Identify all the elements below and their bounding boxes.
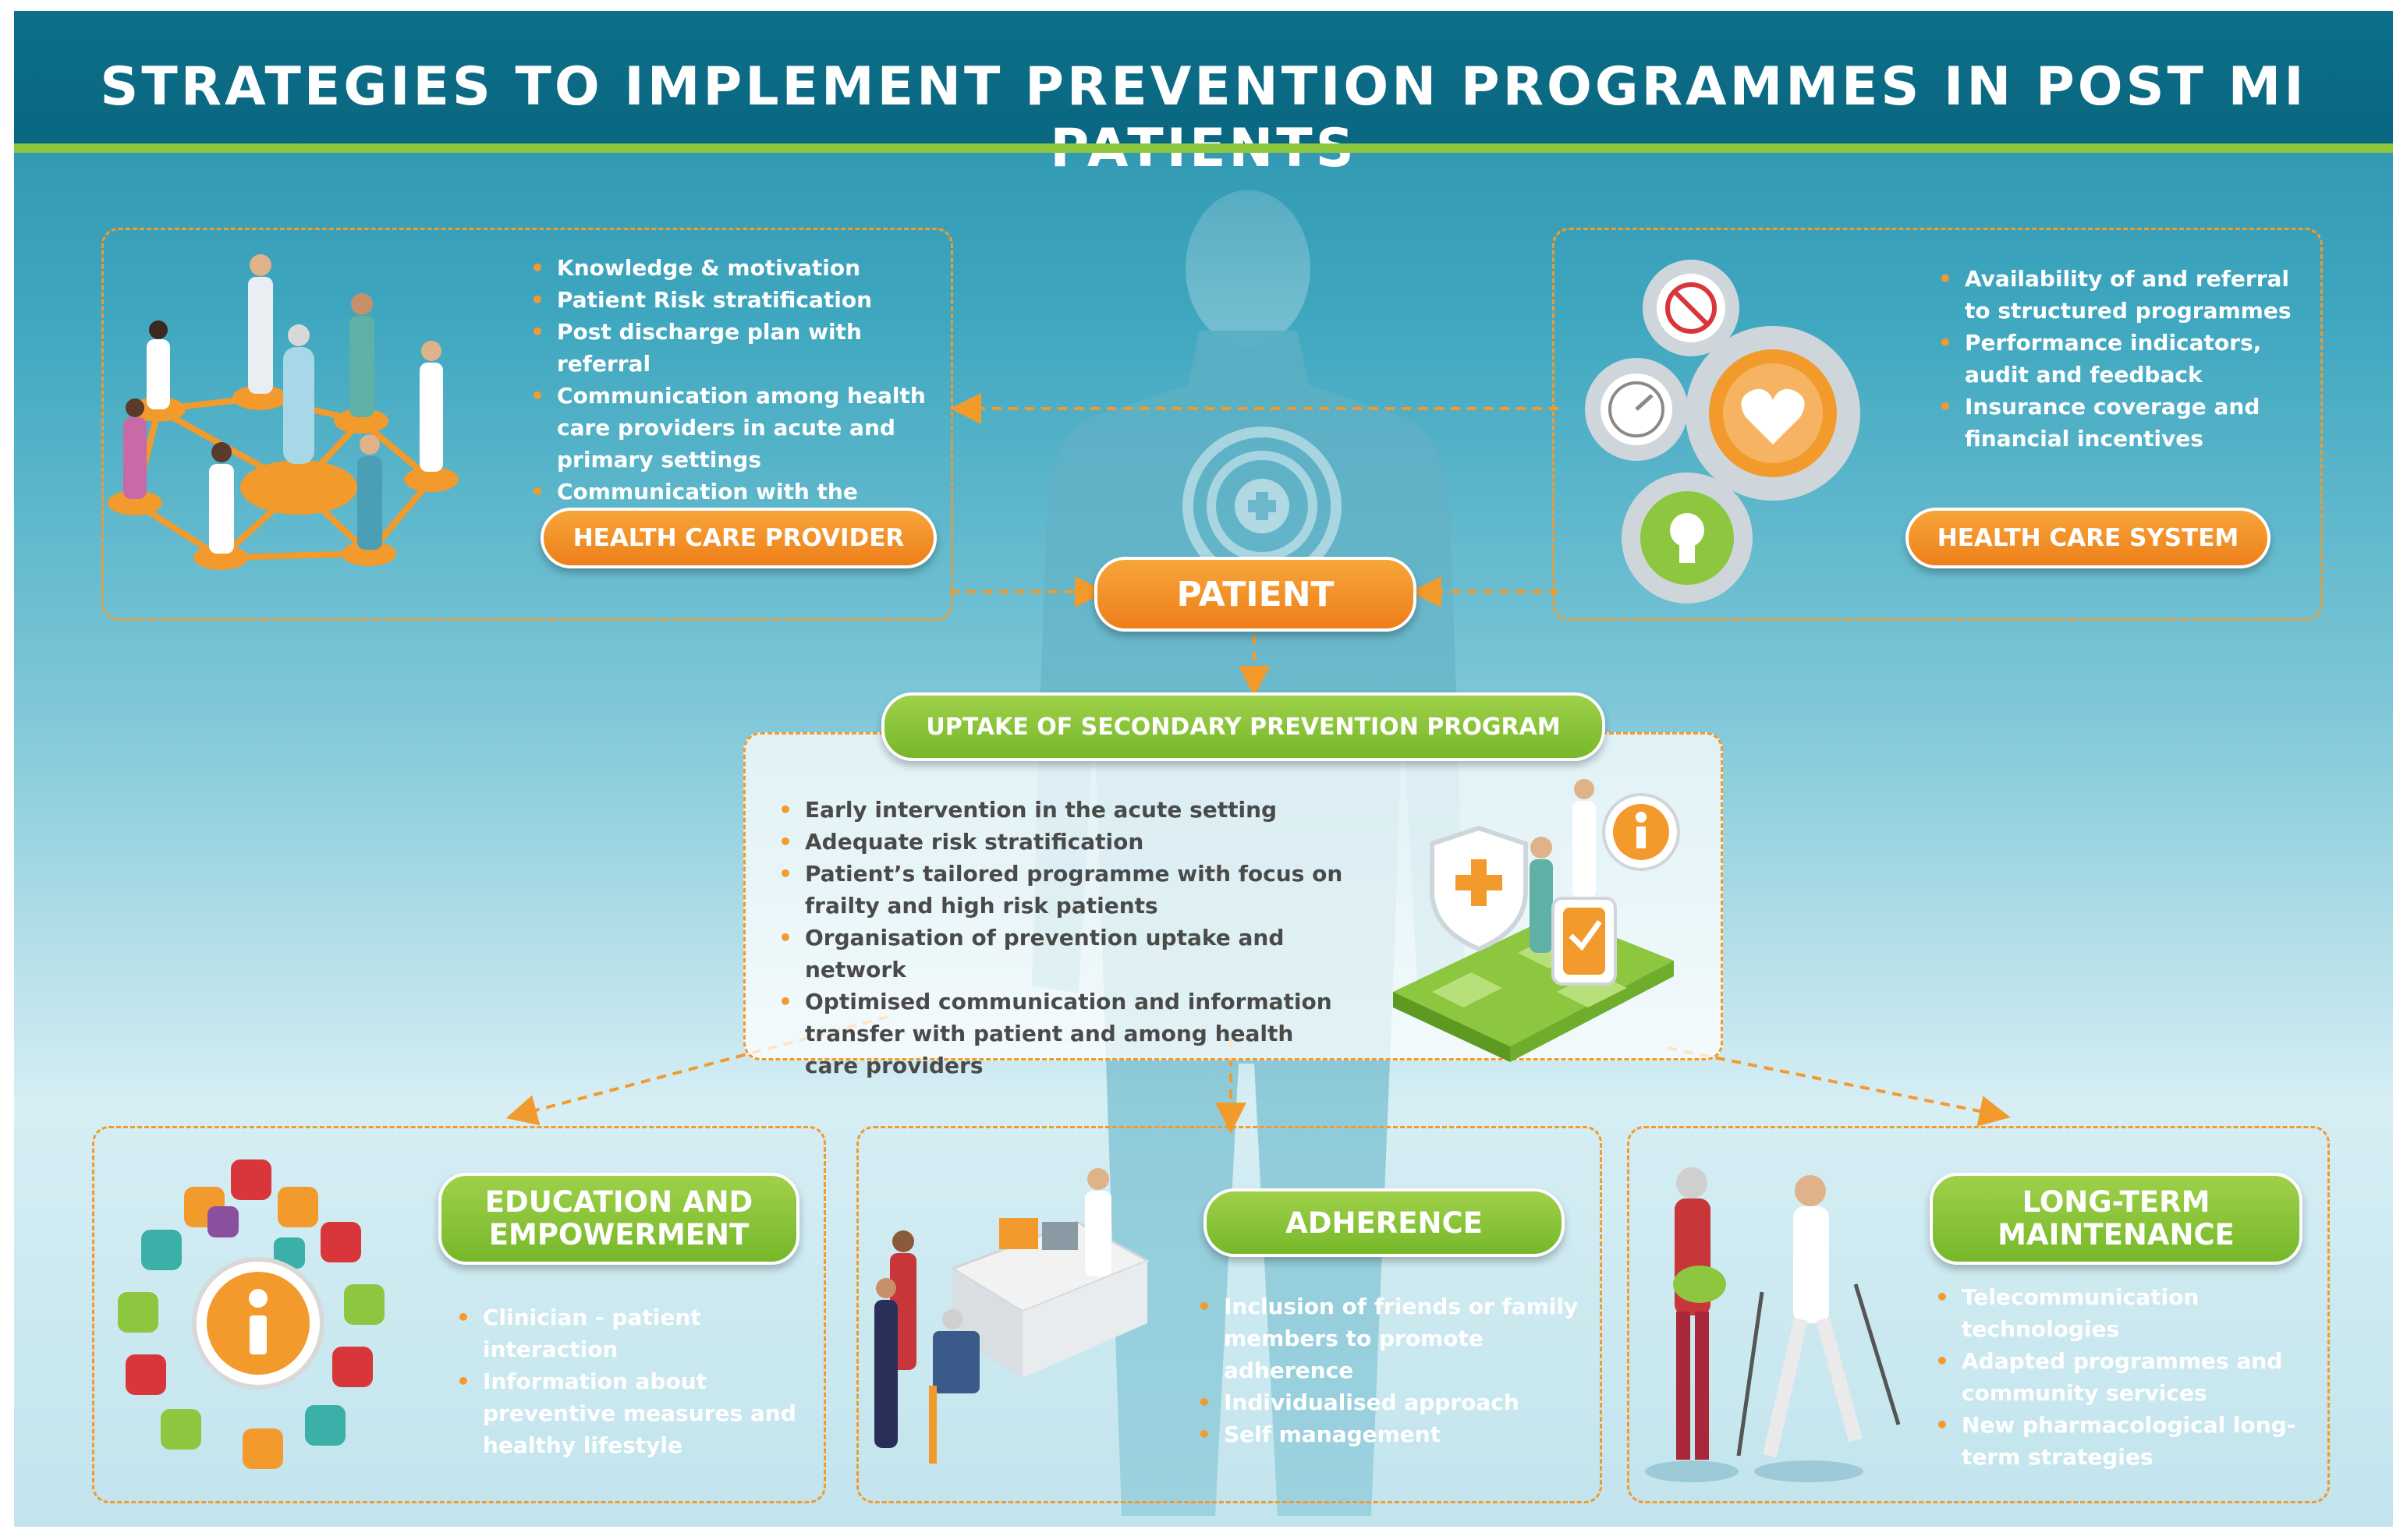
health-care-provider-box: Knowledge & motivation Patient Risk stra… — [101, 228, 953, 621]
system-item: Performance indicators, audit and feedba… — [1937, 327, 2303, 391]
provider-list: Knowledge & motivation Patient Risk stra… — [529, 252, 934, 540]
maintenance-list: Telecommunication technologies Adapted p… — [1934, 1281, 2324, 1473]
maintenance-item: Telecommunication technologies — [1934, 1281, 2324, 1345]
providers-network-illustration — [108, 254, 459, 570]
maintenance-item: New pharmacological long-term strategies — [1934, 1409, 2324, 1473]
maintenance-label-line2: MAINTENANCE — [1998, 1218, 2235, 1251]
shield-icon — [1430, 825, 1528, 952]
education-box: Clinician - patient interaction Informat… — [92, 1126, 826, 1503]
education-list: Clinician - patient interaction Informat… — [455, 1301, 814, 1461]
title-bar: STRATEGIES TO IMPLEMENT PREVENTION PROGR… — [14, 11, 2393, 179]
uptake-label: UPTAKE OF SECONDARY PREVENTION PROGRAM — [881, 692, 1605, 761]
title-underline — [14, 143, 2393, 153]
health-care-provider-label: HEALTH CARE PROVIDER — [541, 508, 937, 568]
uptake-item: Patient’s tailored programme with focus … — [777, 858, 1354, 922]
system-list: Availability of and referral to structur… — [1937, 263, 2303, 455]
consultation-illustration — [874, 1168, 1150, 1464]
uptake-item: Organisation of prevention uptake and ne… — [777, 922, 1354, 986]
health-care-system-box: Availability of and referral to structur… — [1552, 228, 2323, 621]
page-title: STRATEGIES TO IMPLEMENT PREVENTION PROGR… — [100, 56, 2307, 179]
education-label: EDUCATION AND EMPOWERMENT — [438, 1173, 799, 1265]
info-icon — [192, 1257, 324, 1390]
provider-item: Knowledge & motivation — [529, 252, 934, 284]
maintenance-item: Adapted programmes and community service… — [1934, 1345, 2324, 1409]
heart-hands-icon — [1686, 326, 1860, 501]
maintenance-label: LONG-TERM MAINTENANCE — [1930, 1173, 2302, 1265]
lightbulb-icon — [1622, 473, 1753, 604]
system-item: Insurance coverage and financial incenti… — [1937, 391, 2303, 455]
education-item: Clinician - patient interaction — [455, 1301, 814, 1365]
education-item: Information about preventive measures an… — [455, 1365, 814, 1461]
provider-item: Patient Risk stratification — [529, 284, 934, 316]
uptake-item: Optimised communication and information … — [777, 986, 1354, 1082]
uptake-illustration — [1393, 779, 1680, 1062]
adherence-item: Inclusion of friends or family members t… — [1196, 1290, 1586, 1386]
adherence-list: Inclusion of friends or family members t… — [1196, 1290, 1586, 1450]
adherence-item: Self management — [1196, 1418, 1586, 1450]
patient-label: PATIENT — [1094, 557, 1416, 632]
provider-item: Post discharge plan with referral — [529, 316, 934, 380]
checklist-icon — [1551, 897, 1617, 986]
walking-couple-illustration — [1645, 1167, 1901, 1482]
education-label-line2: EMPOWERMENT — [488, 1218, 750, 1251]
uptake-box: Early intervention in the acute setting … — [743, 732, 1723, 1078]
provider-item: Communication among health care provider… — [529, 380, 934, 476]
uptake-item: Early intervention in the acute setting — [777, 794, 1354, 826]
connector-arrows — [505, 393, 2011, 1134]
uptake-item: Adequate risk stratification — [777, 826, 1354, 858]
info-icon — [1602, 793, 1680, 871]
adherence-item: Individualised approach — [1196, 1386, 1586, 1418]
maintenance-box: Telecommunication technologies Adapted p… — [1627, 1126, 2330, 1503]
system-item: Availability of and referral to structur… — [1937, 263, 2303, 327]
health-care-system-label: HEALTH CARE SYSTEM — [1905, 508, 2271, 568]
uptake-list: Early intervention in the acute setting … — [777, 794, 1354, 1082]
adherence-box: Inclusion of friends or family members t… — [856, 1126, 1602, 1503]
education-label-line1: EDUCATION AND — [484, 1185, 753, 1219]
adherence-label: ADHERENCE — [1204, 1188, 1565, 1257]
education-icons-illustration — [118, 1159, 385, 1469]
maintenance-label-line1: LONG-TERM — [2022, 1185, 2210, 1219]
infographic: STRATEGIES TO IMPLEMENT PREVENTION PROGR… — [14, 11, 2393, 1527]
gears-illustration — [1585, 260, 1860, 604]
